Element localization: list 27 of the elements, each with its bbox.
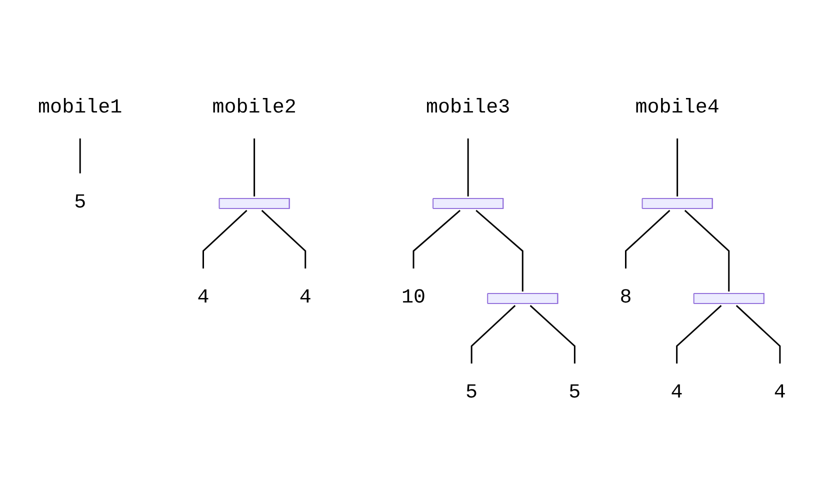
connector bbox=[470, 305, 516, 364]
node-text: mobile1 bbox=[38, 96, 122, 120]
connector bbox=[530, 305, 576, 364]
connector bbox=[467, 138, 469, 196]
node-text: 5 bbox=[466, 382, 478, 405]
connector bbox=[412, 210, 461, 269]
connector bbox=[676, 305, 722, 364]
connector bbox=[261, 210, 306, 269]
node-text: 4 bbox=[197, 286, 210, 310]
node-text: mobile2 bbox=[212, 96, 296, 120]
connector bbox=[254, 138, 256, 196]
connector bbox=[736, 305, 781, 364]
connector bbox=[684, 210, 730, 292]
node-text: 4 bbox=[774, 382, 786, 405]
node-text: 4 bbox=[299, 286, 312, 310]
node-text: 4 bbox=[670, 382, 683, 405]
node-text: 10 bbox=[401, 286, 426, 310]
connector bbox=[79, 138, 81, 174]
connector bbox=[676, 138, 678, 196]
node-text: mobile3 bbox=[426, 96, 510, 120]
node-text: 5 bbox=[568, 382, 581, 405]
connector bbox=[476, 210, 524, 292]
node-text: mobile4 bbox=[635, 96, 720, 120]
node-text: 8 bbox=[620, 286, 632, 310]
connector bbox=[625, 210, 670, 269]
connector bbox=[202, 210, 248, 269]
node-text: 5 bbox=[74, 191, 86, 214]
